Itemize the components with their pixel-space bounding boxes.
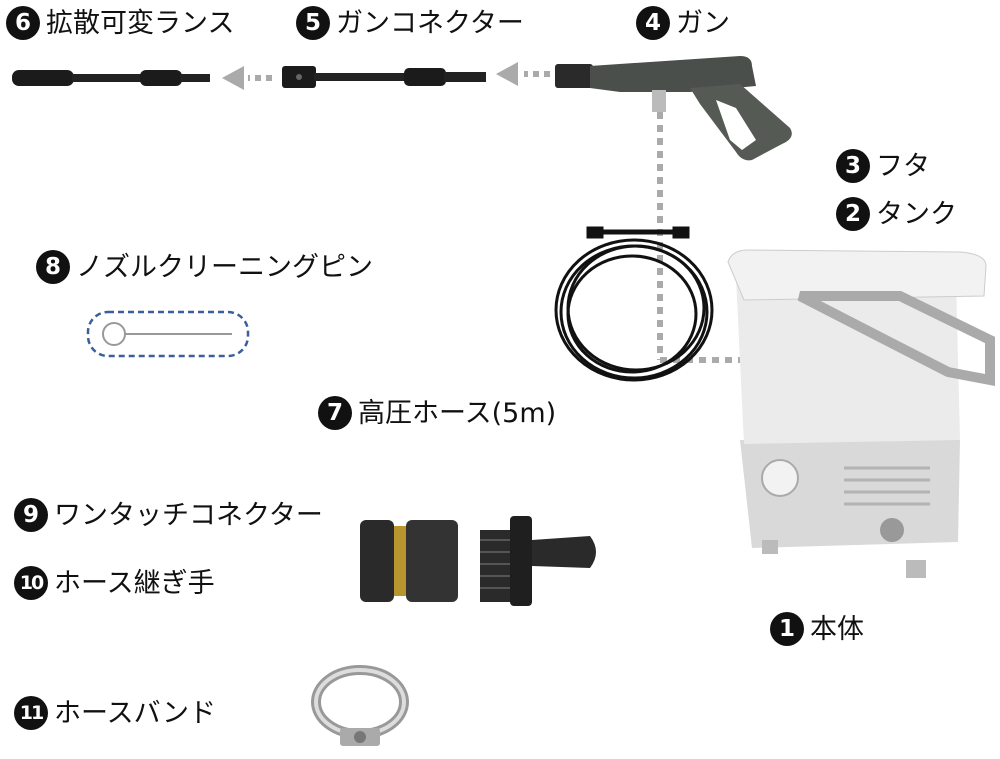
part-label-4: 4 ガン bbox=[636, 6, 730, 40]
part-name: 高圧ホース(5m) bbox=[358, 397, 557, 429]
high-pressure-hose-icon bbox=[554, 226, 714, 382]
dotted-line-gun-to-body bbox=[657, 112, 740, 363]
part-label-1: 1 本体 bbox=[770, 612, 864, 646]
part-label-5: 5 ガンコネクター bbox=[296, 6, 524, 40]
hose-clamp-icon bbox=[311, 665, 409, 746]
part-label-8: 8 ノズルクリーニングピン bbox=[36, 250, 373, 284]
part-label-6: 6 拡散可変ランス bbox=[6, 6, 234, 40]
part-number-badge: 10 bbox=[14, 566, 48, 600]
arrow-connector bbox=[496, 62, 550, 86]
cleaning-pin-icon bbox=[86, 310, 250, 358]
part-label-9: 9 ワンタッチコネクター bbox=[14, 498, 323, 532]
part-number-badge: 3 bbox=[836, 149, 870, 183]
part-name: 本体 bbox=[810, 613, 864, 645]
part-name: ノズルクリーニングピン bbox=[76, 251, 373, 283]
part-name: フタ bbox=[876, 150, 930, 182]
part-number-badge: 2 bbox=[836, 197, 870, 231]
part-number-badge: 9 bbox=[14, 498, 48, 532]
part-label-11: 11 ホースバンド bbox=[14, 696, 216, 730]
part-number-badge: 1 bbox=[770, 612, 804, 646]
lance-icon bbox=[12, 70, 210, 86]
part-name: ホースバンド bbox=[54, 697, 216, 729]
part-number-badge: 5 bbox=[296, 6, 330, 40]
part-name: ガンコネクター bbox=[336, 7, 524, 39]
part-name: タンク bbox=[876, 198, 957, 230]
part-number-badge: 6 bbox=[6, 6, 40, 40]
part-name: ガン bbox=[676, 7, 730, 39]
part-label-3: 3 フタ bbox=[836, 149, 930, 183]
part-number-badge: 11 bbox=[14, 696, 48, 730]
part-label-10: 10 ホース継ぎ手 bbox=[14, 566, 215, 600]
spray-gun-icon bbox=[555, 56, 792, 161]
one-touch-connector-icon bbox=[360, 520, 458, 602]
part-name: ワンタッチコネクター bbox=[54, 499, 323, 531]
arrow-lance bbox=[222, 66, 272, 90]
part-name: 拡散可変ランス bbox=[46, 7, 235, 39]
part-label-7: 7 高圧ホース(5m) bbox=[318, 396, 556, 430]
gun-connector-icon bbox=[282, 66, 486, 88]
part-label-2: 2 タンク bbox=[836, 197, 957, 231]
part-number-badge: 8 bbox=[36, 250, 70, 284]
part-name: ホース継ぎ手 bbox=[54, 567, 215, 599]
part-number-badge: 7 bbox=[318, 396, 352, 430]
part-number-badge: 4 bbox=[636, 6, 670, 40]
washer-unit-icon bbox=[727, 249, 995, 578]
hose-coupling-icon bbox=[480, 516, 596, 606]
